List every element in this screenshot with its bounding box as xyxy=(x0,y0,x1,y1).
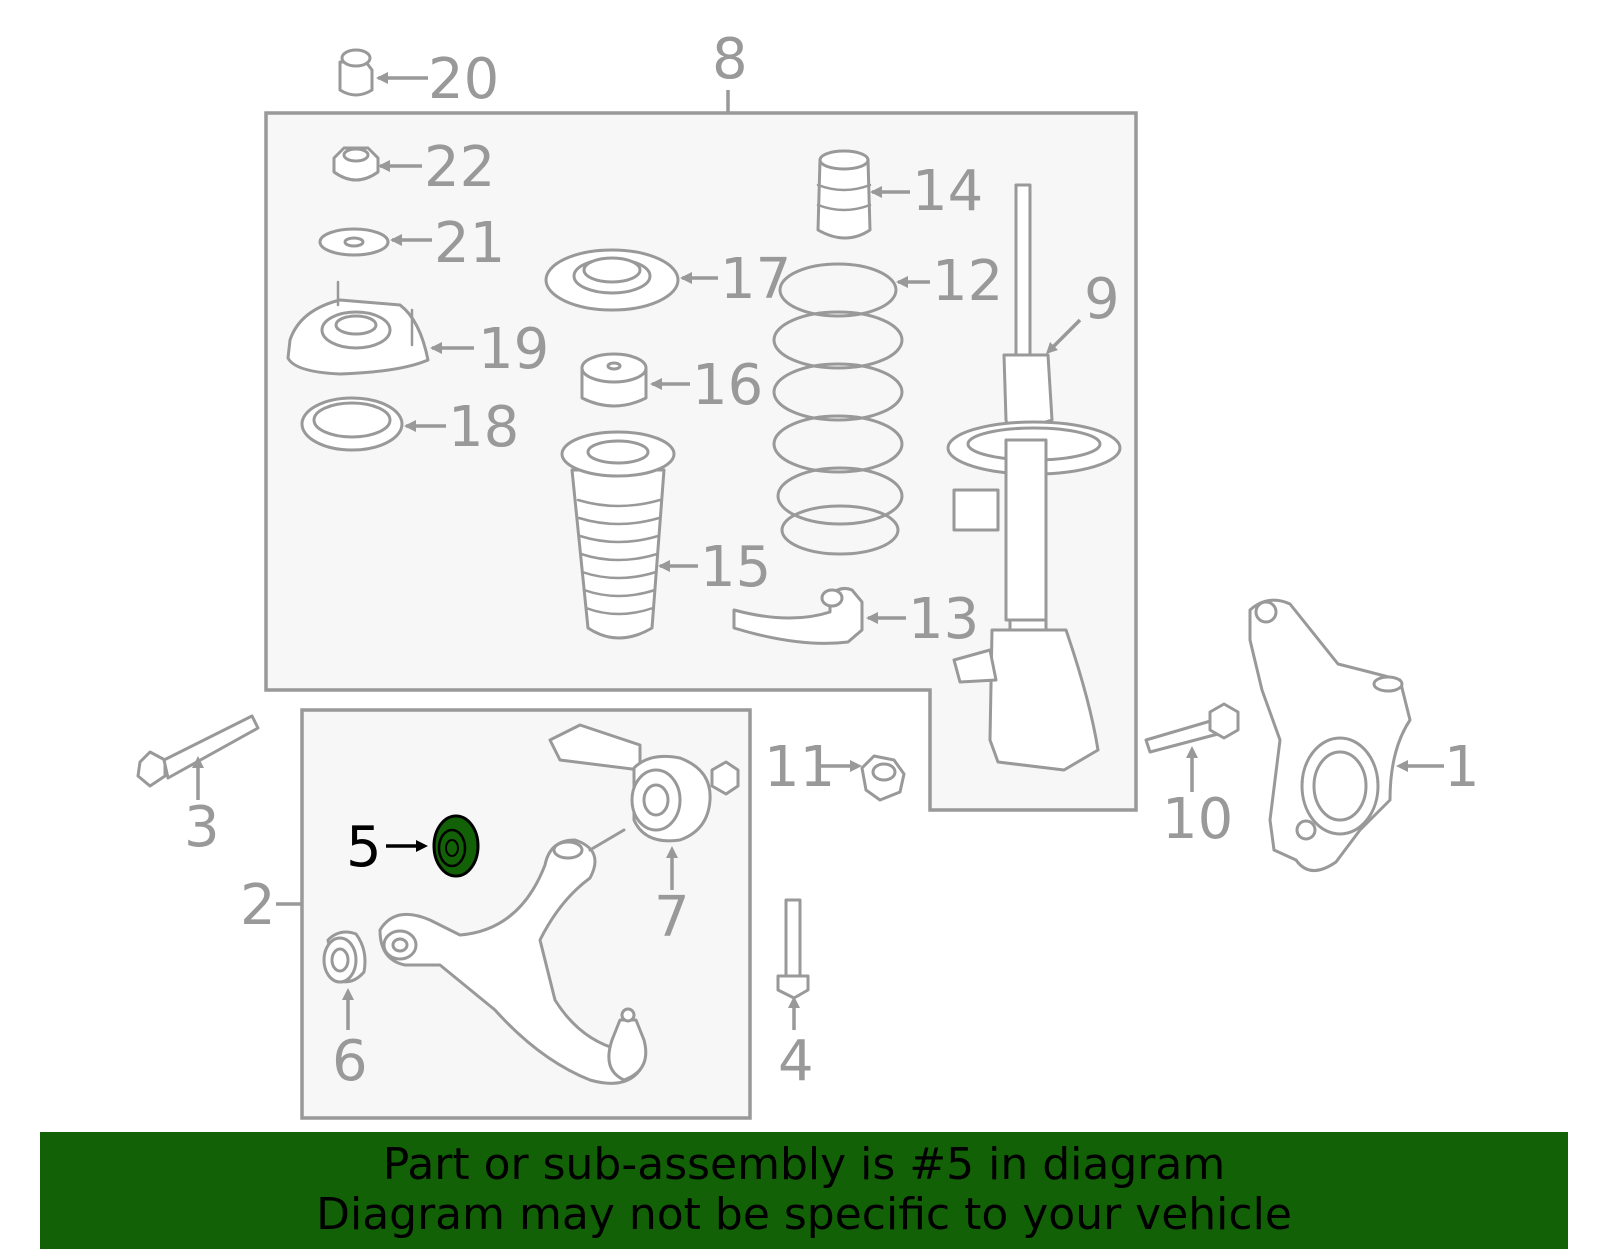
part-15-dust-boot[interactable] xyxy=(560,430,676,640)
part-7-bushing[interactable] xyxy=(548,723,740,843)
callout-5-highlighted[interactable]: 5 xyxy=(346,815,382,880)
strut-assembly-panel xyxy=(264,111,1138,812)
part-17-spring-seat[interactable] xyxy=(544,248,680,312)
part-19-strut-mount[interactable] xyxy=(286,280,430,376)
callout-9[interactable]: 9 xyxy=(1084,267,1120,332)
part-16-bumper[interactable] xyxy=(580,352,648,408)
part-13-insulator[interactable] xyxy=(732,587,864,645)
callout-13[interactable]: 13 xyxy=(908,587,979,652)
callout-22[interactable]: 22 xyxy=(424,135,495,200)
callout-4[interactable]: 4 xyxy=(778,1029,814,1094)
part-2-lower-arm[interactable] xyxy=(378,828,648,1085)
callout-17[interactable]: 17 xyxy=(720,247,791,312)
part-1-knuckle[interactable] xyxy=(1248,598,1412,872)
info-banner: Part or sub-assembly is #5 in diagram Di… xyxy=(40,1132,1568,1249)
callout-7[interactable]: 7 xyxy=(654,885,690,950)
callout-19[interactable]: 19 xyxy=(478,317,549,382)
callout-10[interactable]: 10 xyxy=(1162,787,1233,852)
callout-18[interactable]: 18 xyxy=(448,395,519,460)
part-20-nut[interactable] xyxy=(338,48,374,97)
part-4-bolt[interactable] xyxy=(776,898,810,1000)
callout-21[interactable]: 21 xyxy=(434,211,505,276)
callout-16[interactable]: 16 xyxy=(692,353,763,418)
callout-15[interactable]: 15 xyxy=(700,535,771,600)
parts-diagram: 20 8 22 14 21 17 12 9 19 16 18 15 13 11 … xyxy=(136,27,1480,1120)
part-10-bolt[interactable] xyxy=(1144,702,1240,754)
callout-20[interactable]: 20 xyxy=(428,47,499,112)
callout-1[interactable]: 1 xyxy=(1444,735,1480,800)
callout-8[interactable]: 8 xyxy=(712,27,748,92)
callout-3[interactable]: 3 xyxy=(184,795,220,860)
leader-lines xyxy=(192,72,1444,1030)
part-21-washer[interactable] xyxy=(318,227,390,257)
part-5-bushing-highlighted[interactable] xyxy=(432,814,480,878)
callout-14[interactable]: 14 xyxy=(912,159,983,224)
callout-2[interactable]: 2 xyxy=(240,873,276,938)
part-11-nut[interactable] xyxy=(860,754,906,802)
part-9-strut[interactable] xyxy=(946,183,1122,772)
part-6-bushing[interactable] xyxy=(322,930,367,984)
part-3-bolt[interactable] xyxy=(136,714,260,788)
info-banner-line-1: Part or sub-assembly is #5 in diagram xyxy=(382,1139,1226,1190)
callout-12[interactable]: 12 xyxy=(932,249,1003,314)
info-banner-line-2: Diagram may not be specific to your vehi… xyxy=(316,1189,1292,1240)
callout-11[interactable]: 11 xyxy=(764,735,835,800)
part-22-nut[interactable] xyxy=(332,146,380,182)
part-14-jounce-bumper[interactable] xyxy=(816,149,872,240)
part-12-coil-spring[interactable] xyxy=(772,262,904,556)
callout-labels: 20 8 22 14 21 17 12 9 19 16 18 15 13 11 … xyxy=(184,27,1480,1094)
part-18-bearing[interactable] xyxy=(300,396,404,452)
callout-6[interactable]: 6 xyxy=(332,1029,368,1094)
